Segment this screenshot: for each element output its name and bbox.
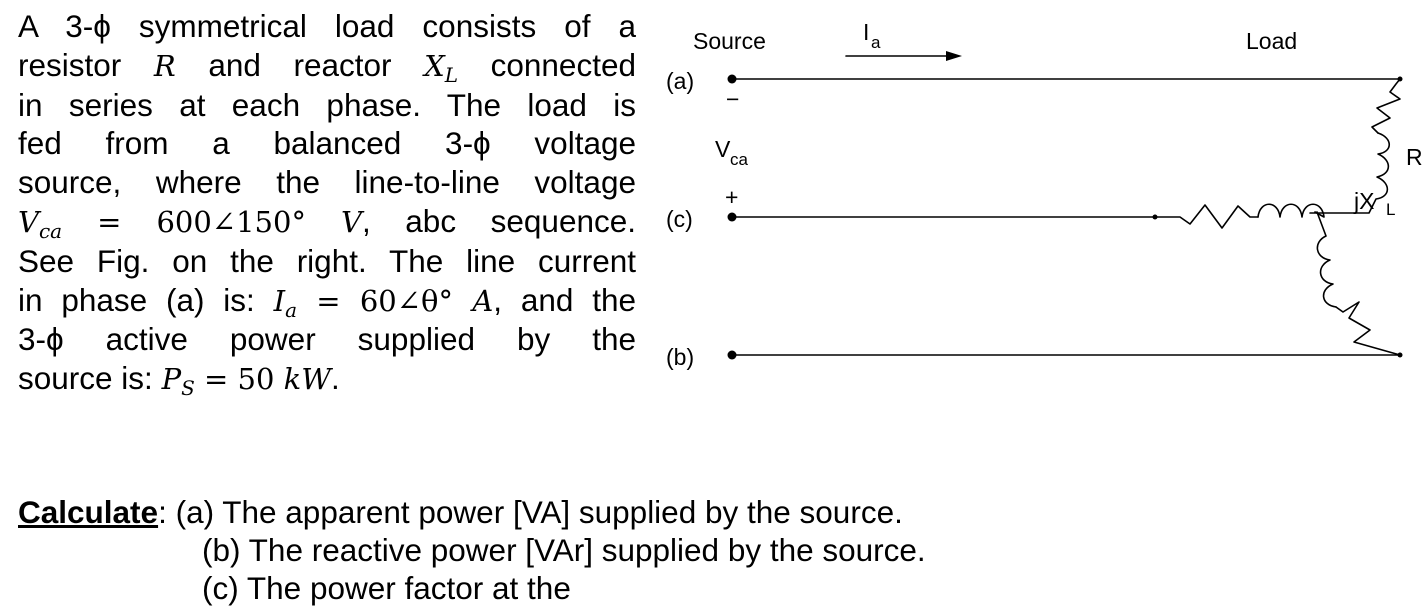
node-b-dot (727, 350, 737, 360)
circuit-diagram: Source Load I a (a) (c) (b) − + V ca R j… (666, 19, 1423, 370)
label-vca-sub: ca (730, 150, 749, 169)
inductor-phase-b (1316, 211, 1337, 308)
task-a: (a) The apparent power [VA] supplied by … (166, 494, 903, 530)
text-connected: connected (490, 46, 636, 83)
equation-vca: Vca = 600∠150° V (18, 204, 362, 243)
label-source: Source (693, 28, 766, 54)
label-plus: + (725, 184, 738, 210)
resistor-phase-c (1154, 204, 1259, 229)
node-a-dot (727, 74, 737, 84)
problem-line-7: See Fig. on the right. The line current (18, 242, 636, 279)
text-source-is: source is: (18, 360, 153, 397)
terminal-b-dot (1397, 352, 1403, 358)
label-vca-main: V (715, 136, 731, 162)
junction-c-dot (1152, 214, 1158, 220)
inductor-phase-c (1257, 203, 1325, 218)
symbol-r: R (153, 48, 176, 83)
calc-line-a: Calculate: (a) The apparent power [VA] s… (18, 494, 903, 530)
current-arrow-head (946, 51, 962, 61)
label-r: R (1406, 144, 1423, 170)
problem-line-10: source is: PS = 50 kW. (18, 360, 340, 401)
problem-statement: A 3-ϕ symmetrical load consists of a res… (18, 7, 636, 399)
calculate-heading: Calculate (18, 494, 159, 530)
problem-line-4: fed from a balanced 3-ϕ voltage (18, 125, 636, 162)
text-abc-sequence: abc sequence. (405, 202, 636, 239)
problem-line-5: source, where the line-to-line voltage (18, 164, 636, 201)
task-b: (b) The reactive power [VAr] supplied by… (202, 532, 926, 568)
label-ia-sub: a (871, 33, 881, 52)
label-jxl-main: jX (1353, 188, 1374, 214)
node-c-dot (727, 212, 737, 222)
text-resistor: resistor (18, 46, 122, 83)
label-node-c: (c) (666, 206, 693, 232)
text-phase-a: in phase (a) is: (18, 281, 255, 318)
problem-line-9: 3-ϕ active power supplied by the (18, 321, 636, 358)
label-jxl-sub: L (1386, 200, 1395, 219)
label-node-b: (b) (666, 344, 694, 370)
problem-line-8: in phase (a) is: Ia = 60∠θ° A, and the (18, 281, 636, 322)
equation-ia: Ia = 60∠θ° A (273, 283, 494, 322)
equation-ps: PS = 50 kW (161, 362, 332, 401)
symbol-xl: XL (424, 48, 459, 87)
terminal-a-dot (1397, 76, 1403, 82)
resistor-phase-b (1335, 301, 1401, 356)
resistor-phase-a (1371, 78, 1401, 134)
problem-line-1: A 3-ϕ symmetrical load consists of a (18, 8, 636, 44)
label-minus: − (726, 86, 739, 112)
text-and-reactor: and reactor (208, 46, 392, 83)
task-c: (c) The power factor at the (202, 570, 571, 606)
calculate-section: Calculate: (a) The apparent power [VA] s… (18, 493, 926, 607)
inductor-phase-a (1309, 132, 1391, 214)
problem-line-6: Vca = 600∠150° V, abc sequence. (18, 202, 636, 243)
label-node-a: (a) (666, 68, 694, 94)
label-ia-main: I (863, 19, 869, 45)
label-load: Load (1246, 28, 1297, 54)
problem-line-2: resistor R and reactor XL connected (18, 46, 636, 86)
problem-line-3: in series at each phase. The load is (18, 86, 636, 123)
